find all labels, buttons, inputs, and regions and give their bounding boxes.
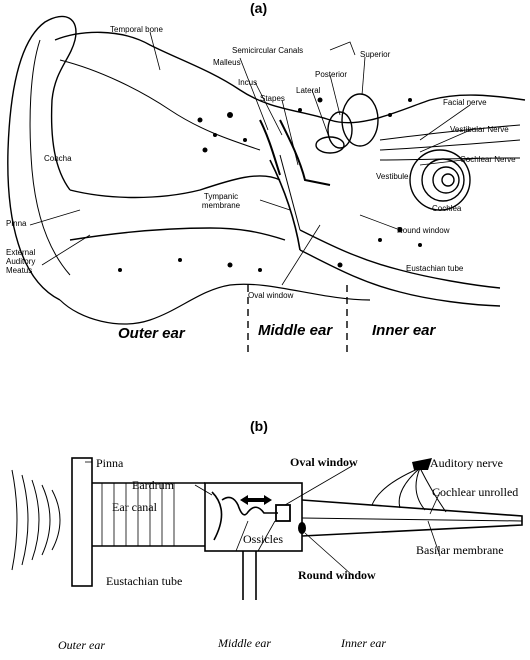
pinna-block (71, 457, 93, 587)
label-pinna: Pinna (6, 219, 27, 228)
basilar-membrane (301, 517, 523, 522)
label-tympanic-membrane: Tympanic membrane (201, 192, 241, 210)
label-lateral: Lateral (296, 86, 321, 95)
semicircular-canal-posterior (327, 111, 353, 149)
label-vestibular-nerve: Vestibular Nerve (450, 125, 509, 134)
label-facial-nerve: Facial nerve (443, 98, 487, 107)
label-semicircular-canals: Semicircular Canals (232, 46, 304, 55)
sound-waves (11, 469, 61, 571)
label-auditory-nerve: Auditory nerve (430, 456, 503, 470)
label-vestibule: Vestibule (376, 172, 409, 181)
pinna-inner-fold (29, 39, 71, 276)
label-cochlea: Cochlea (432, 204, 462, 213)
label-superior: Superior (360, 50, 391, 59)
panel-b-schematic (11, 457, 523, 600)
eustachian-tube (299, 229, 501, 289)
panel-b-title: (b) (250, 418, 268, 434)
label-eustachian-tube-b: Eustachian tube (106, 574, 183, 588)
zone-middle-ear-b: Middle ear (218, 636, 271, 650)
label-posterior: Posterior (315, 70, 348, 79)
label-round-window: Round window (397, 226, 450, 235)
label-eustachian-tube-a: Eustachian tube (406, 264, 464, 273)
label-external-auditory-meatus: External Auditory Meatus (6, 248, 36, 275)
label-malleus: Malleus (213, 58, 241, 67)
semicircular-canal-superior (341, 93, 379, 147)
zone-middle-ear-a: Middle ear (258, 322, 333, 339)
panel-a-illustration (7, 15, 526, 356)
label-cochlear-nerve: Cochlear Nerve (460, 155, 516, 164)
middle-ear-box (204, 482, 303, 552)
pinna-outline (7, 15, 77, 301)
label-cochlear-unrolled: Cochlear unrolled (432, 485, 519, 499)
panel-a-title: (a) (250, 0, 268, 16)
vibration-arrow (240, 495, 272, 505)
label-eardrum: Eardrum (132, 478, 174, 492)
label-oval-window-a: Oval window (248, 291, 294, 300)
label-incus: Incus (238, 78, 258, 87)
zone-inner-ear-a: Inner ear (372, 322, 436, 339)
label-pinna-b: Pinna (96, 456, 124, 470)
auditory-nerve-fibers (371, 467, 447, 513)
nerve-bundle (379, 124, 521, 141)
ear-canal-lower-wall (69, 227, 286, 241)
label-concha: Concha (44, 154, 72, 163)
label-stapes: Stapes (260, 94, 285, 103)
ossicle-chain (221, 496, 278, 516)
label-temporal-bone: Temporal bone (110, 25, 163, 34)
label-ossicles: Ossicles (243, 532, 283, 546)
eardrum (211, 491, 223, 541)
label-oval-window-b: Oval window (290, 455, 358, 469)
label-round-window-b: Round window (298, 568, 376, 582)
label-ear-canal: Ear canal (112, 500, 157, 514)
zone-outer-ear-a: Outer ear (118, 325, 185, 342)
zone-inner-ear-b: Inner ear (341, 636, 386, 650)
semicircular-canal-lateral (315, 136, 345, 154)
ossicles (259, 119, 331, 186)
temporal-bone-outline (54, 31, 526, 124)
zone-outer-ear-b: Outer ear (58, 638, 105, 652)
lobule (59, 283, 371, 325)
label-basilar-membrane: Basilar membrane (416, 543, 504, 557)
ear-canal-upper-wall (69, 175, 281, 199)
